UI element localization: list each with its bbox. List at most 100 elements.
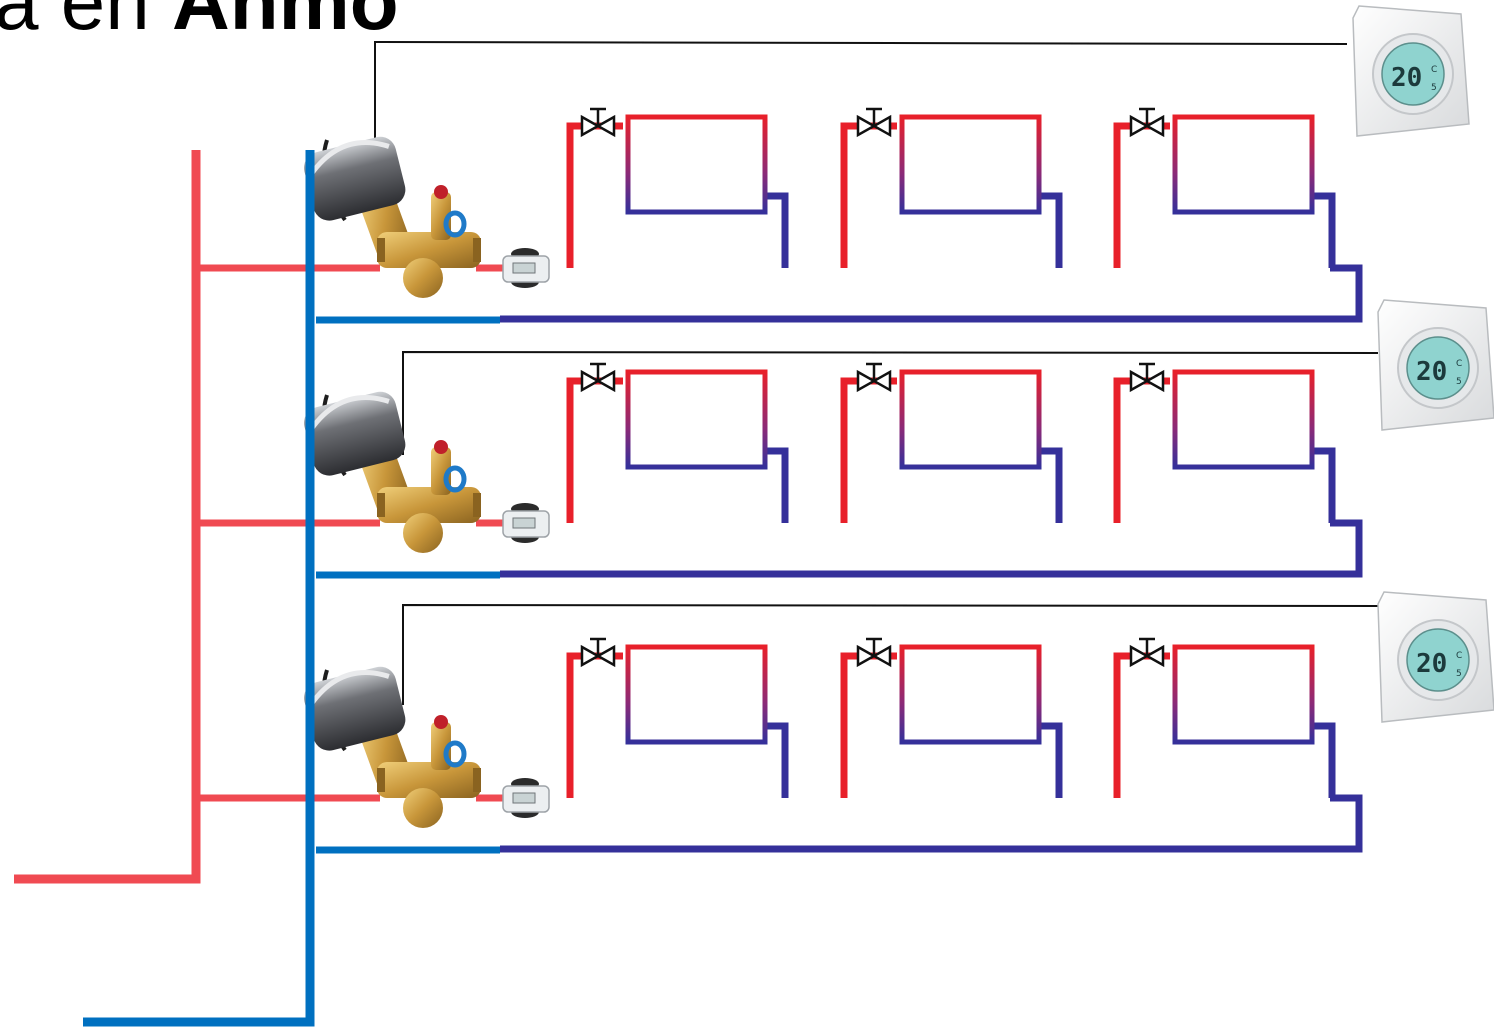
valve-main-body — [377, 487, 481, 523]
control-wire — [402, 603, 1379, 705]
radiator-icon — [1172, 644, 1315, 745]
radiator-supply-pipe — [840, 652, 897, 798]
thermostat-temperature: 20 — [1391, 63, 1422, 93]
balancing-valve-icon — [304, 136, 481, 298]
radiator-supply-pipe — [566, 377, 623, 523]
valve-left-wedge — [856, 114, 877, 138]
meter-display — [512, 517, 536, 529]
heat-meter-icon — [502, 778, 550, 818]
valve-bottom-bulb — [403, 788, 443, 828]
valve-left-wedge — [580, 644, 601, 668]
actuator-cover-highlight — [309, 140, 390, 176]
valve-bottom-bulb — [403, 258, 443, 298]
radiator-circuit — [1113, 362, 1336, 523]
radiator-supply-pipe — [840, 122, 897, 268]
radiator-icon — [899, 369, 1042, 470]
thermostat-unit: C — [1456, 359, 1462, 369]
radiator-valve-icon[interactable] — [856, 637, 892, 668]
radiator-return-pipe — [1314, 192, 1336, 268]
valve-left-wedge — [1129, 644, 1150, 668]
valve-thread-left — [377, 768, 385, 792]
thermostat-decimal: 5 — [1456, 669, 1462, 679]
radiator-icon — [1172, 114, 1315, 215]
radiator-return-pipe — [767, 192, 789, 268]
valve-right-wedge — [1144, 369, 1165, 393]
radiator-supply-pipe — [1113, 652, 1170, 798]
measuring-nipple-blue — [443, 740, 467, 768]
actuator-icon — [304, 136, 406, 221]
thermostat-screen — [1406, 336, 1470, 400]
valve-thread-right — [473, 238, 481, 262]
radiator-return-pipe — [1041, 722, 1063, 798]
measuring-nipple-red — [434, 715, 448, 729]
radiator-return-pipe — [767, 722, 789, 798]
radiator-icon — [899, 644, 1042, 745]
valve-right-wedge — [1144, 114, 1165, 138]
valve-right-wedge — [871, 369, 892, 393]
radiator-valve-icon[interactable] — [1129, 637, 1165, 668]
radiator-circuit — [566, 362, 789, 523]
valve-thread-right — [473, 768, 481, 792]
return-collector — [500, 264, 1363, 323]
thermostat-temperature: 20 — [1416, 357, 1447, 387]
radiator-supply-pipe — [1113, 377, 1170, 523]
measuring-nipple-red — [434, 185, 448, 199]
return-collector — [500, 794, 1363, 853]
radiator-circuit — [840, 637, 1063, 798]
valve-left-wedge — [856, 369, 877, 393]
radiator-circuit — [1113, 107, 1336, 268]
valve-main-body — [377, 762, 481, 798]
radiator-return-pipe — [1041, 447, 1063, 523]
radiator-circuit — [840, 107, 1063, 268]
thermostat-unit: C — [1431, 65, 1437, 75]
measuring-nipple-red — [434, 440, 448, 454]
valve-left-wedge — [1129, 369, 1150, 393]
radiator-valve-icon[interactable] — [580, 637, 616, 668]
radiator-circuit — [566, 107, 789, 268]
radiator-circuit — [566, 637, 789, 798]
valve-left-wedge — [580, 114, 601, 138]
balancing-valve-icon — [304, 391, 481, 553]
title-bold: Ahmo — [171, 0, 399, 46]
valve-thread-right — [473, 493, 481, 517]
radiator-valve-icon[interactable] — [1129, 107, 1165, 138]
valve-right-wedge — [871, 644, 892, 668]
radiator-valve-icon[interactable] — [856, 362, 892, 393]
valve-main-body — [377, 232, 481, 268]
valve-thread-left — [377, 493, 385, 517]
thermostat-screen — [1406, 628, 1470, 692]
valve-left-wedge — [1129, 114, 1150, 138]
radiator-supply-pipe — [1113, 122, 1170, 268]
valve-right-wedge — [1144, 644, 1165, 668]
radiator-return-pipe — [1314, 447, 1336, 523]
radiator-valve-icon[interactable] — [580, 107, 616, 138]
page-title: a en Ahmo — [0, 0, 399, 42]
thermostat-screen — [1381, 42, 1445, 106]
supply-riser — [14, 150, 201, 884]
radiator-valve-icon[interactable] — [856, 107, 892, 138]
valve-right-wedge — [595, 644, 616, 668]
radiator-supply-pipe — [566, 122, 623, 268]
valve-right-wedge — [595, 114, 616, 138]
radiator-supply-pipe — [840, 377, 897, 523]
radiator-icon — [1172, 369, 1315, 470]
radiator-circuit — [1113, 637, 1336, 798]
title-prefix: a en — [0, 0, 150, 46]
radiator-icon — [625, 114, 768, 215]
heat-meter-icon — [502, 503, 550, 543]
actuator-cover-highlight — [309, 395, 390, 431]
radiator-valve-icon[interactable] — [580, 362, 616, 393]
meter-display — [512, 262, 536, 274]
measuring-nipple-blue — [443, 465, 467, 493]
radiator-valve-icon[interactable] — [1129, 362, 1165, 393]
risers-layer — [14, 150, 315, 1027]
radiator-return-pipe — [767, 447, 789, 523]
valve-right-wedge — [871, 114, 892, 138]
valve-left-wedge — [856, 644, 877, 668]
valve-bottom-bulb — [403, 513, 443, 553]
